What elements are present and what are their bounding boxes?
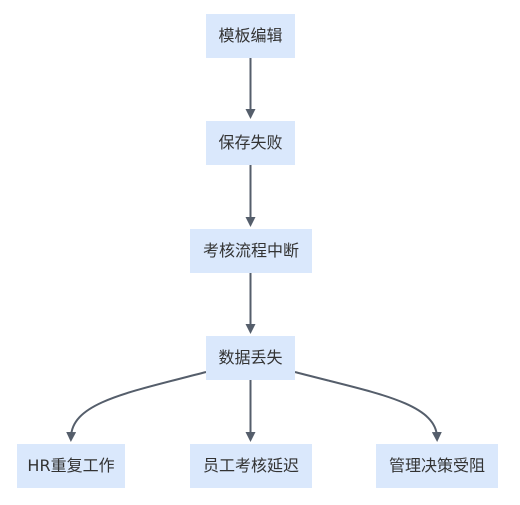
node-hr-repeated-work[interactable]: HR重复工作 [17,444,125,488]
node-employee-review-delayed[interactable]: 员工考核延迟 [190,444,312,488]
node-review-process-interrupted[interactable]: 考核流程中断 [190,229,312,273]
node-management-decision-blocked[interactable]: 管理决策受阻 [376,444,498,488]
node-save-failed[interactable]: 保存失败 [206,121,295,165]
edge-n4-n5 [66,371,207,442]
edge-n4-n7 [294,371,442,442]
node-data-lost[interactable]: 数据丢失 [206,336,295,380]
node-template-editing[interactable]: 模板编辑 [206,14,295,58]
